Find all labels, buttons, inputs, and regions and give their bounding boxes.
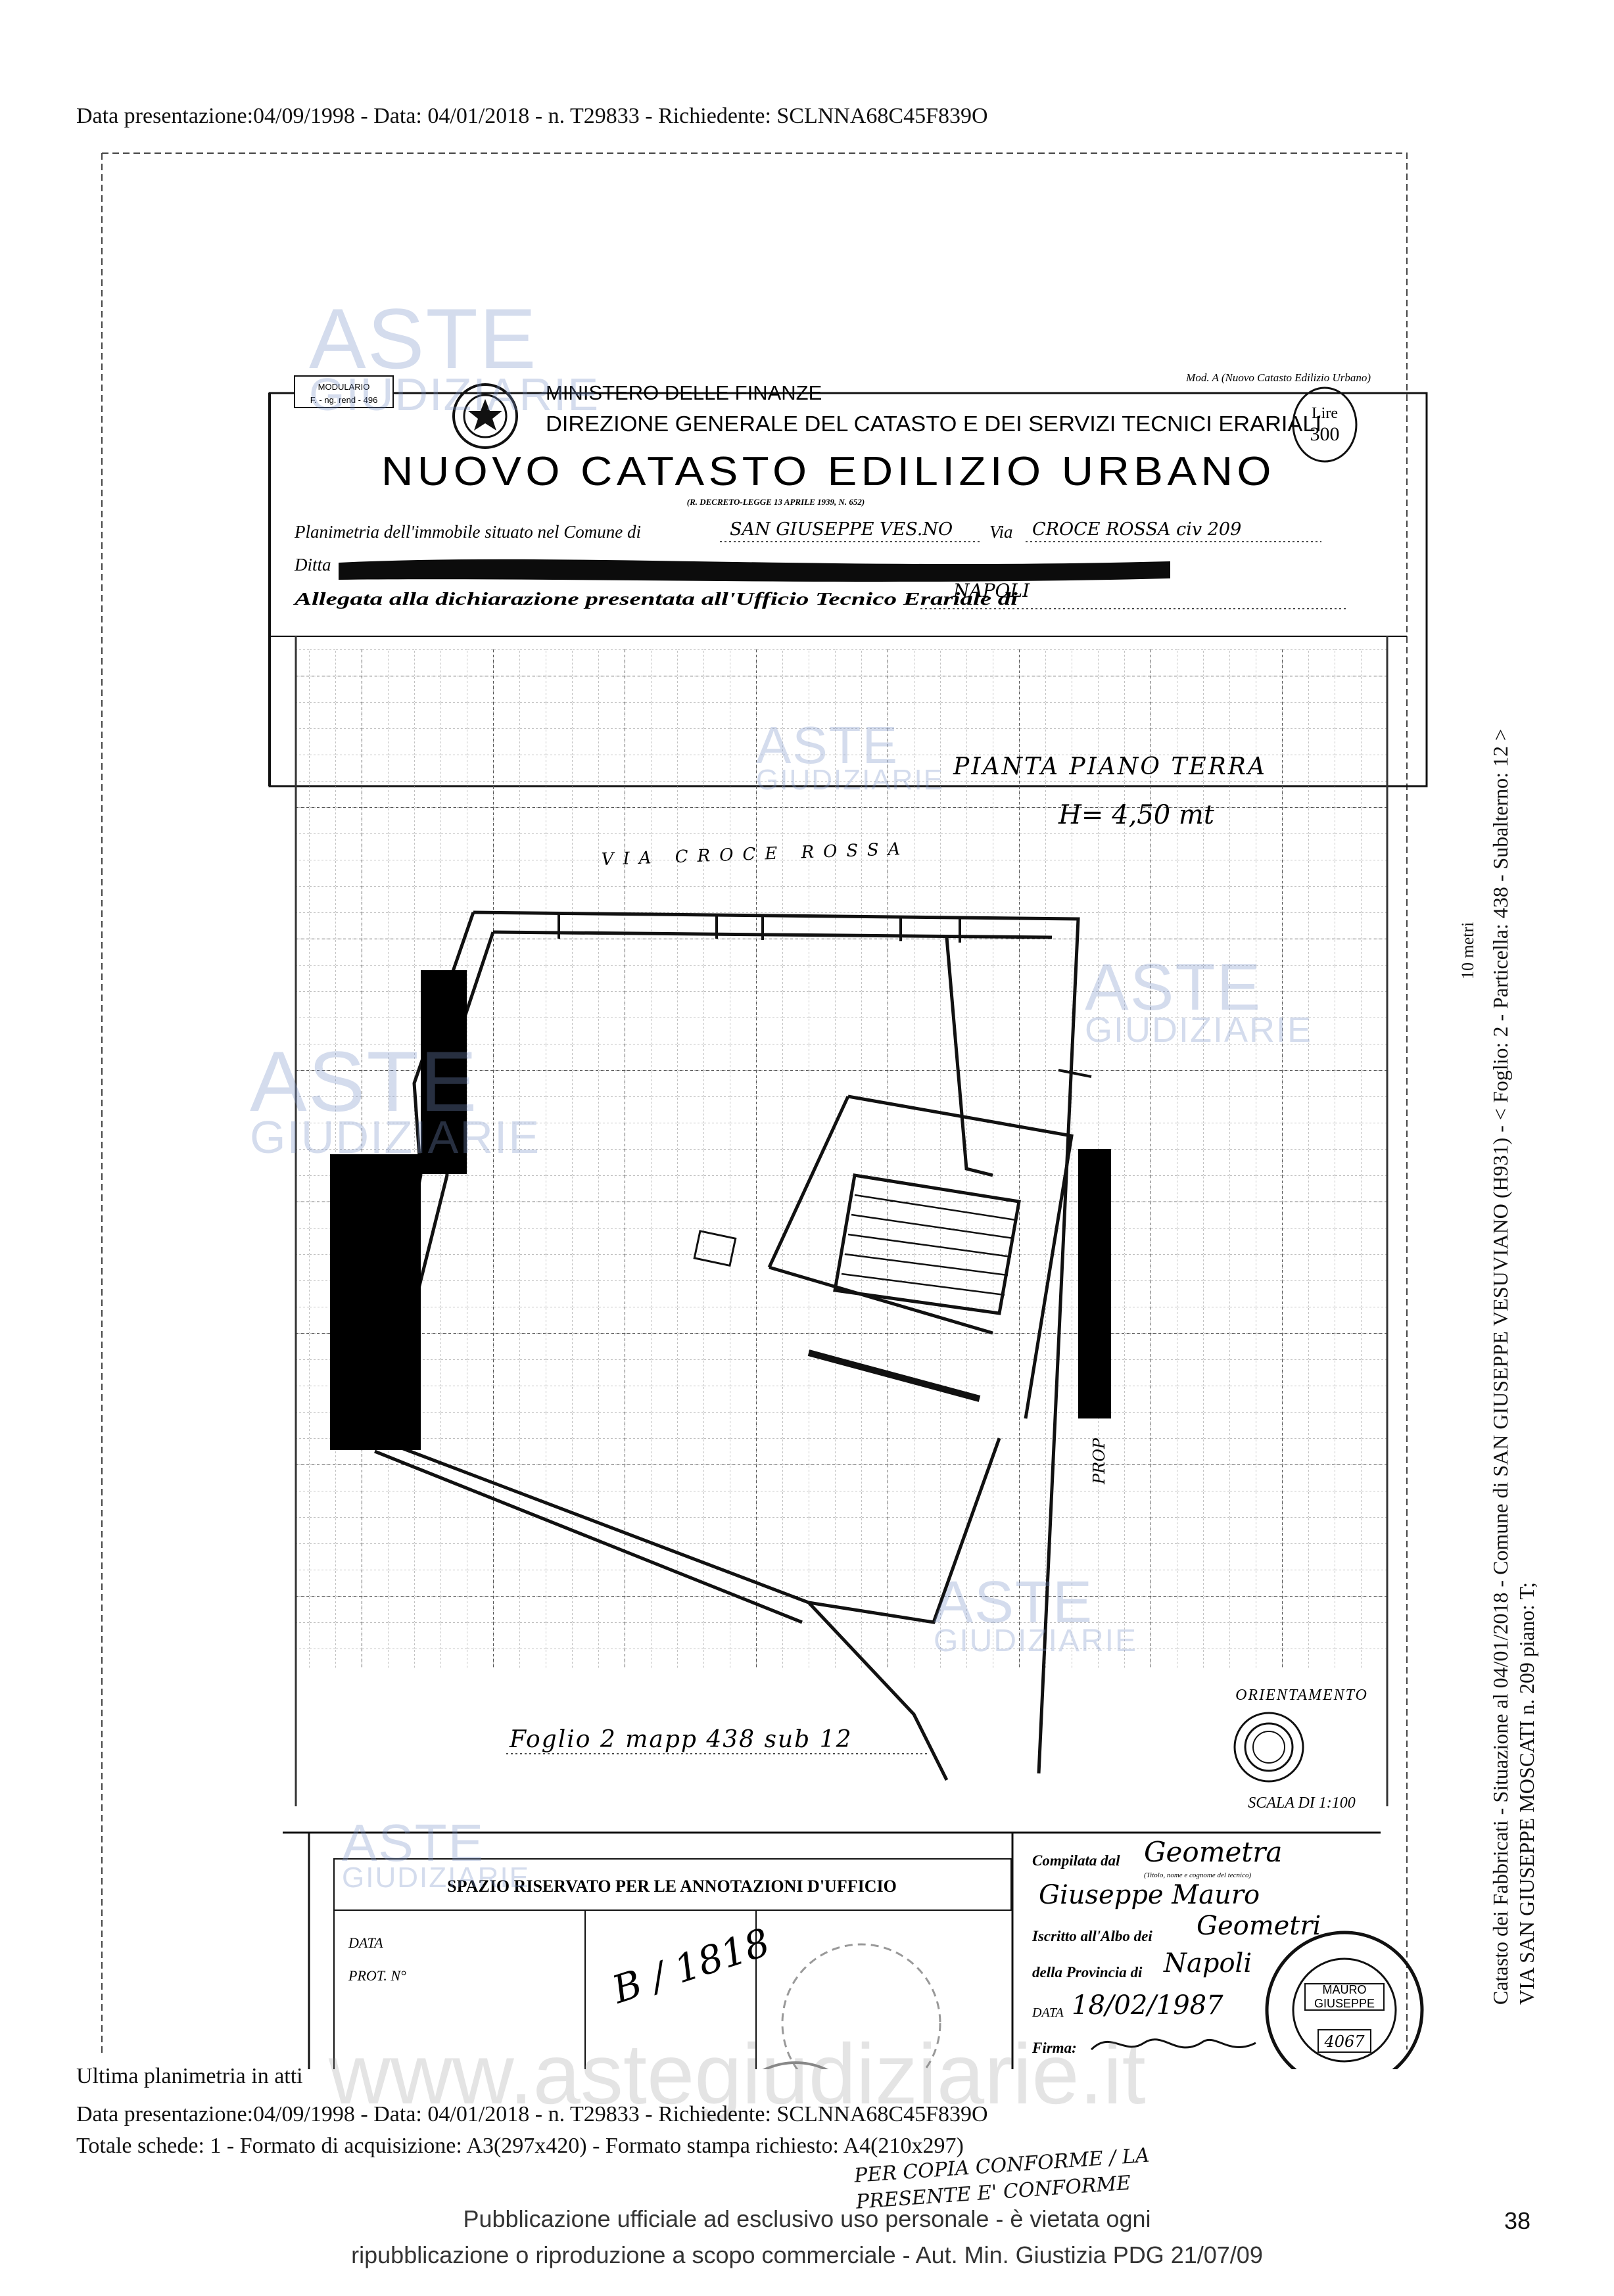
footer-ultima: Ultima planimetria in atti — [76, 2064, 303, 2088]
redaction-block-3 — [1078, 1149, 1111, 1418]
redaction-stroke — [339, 559, 1170, 582]
plan-title: PIANTA PIANO TERRA — [953, 753, 1267, 780]
modulario-label: MODULARIO — [318, 382, 370, 392]
watermark-url: www.astegiudiziarie.it — [329, 2026, 1146, 2122]
direction-title: DIREZIONE GENERALE DEL CATASTO E DEI SER… — [546, 411, 1321, 436]
ministry-title: MINISTERO DELLE FINANZE — [546, 381, 822, 404]
header-line: Data presentazione:04/09/1998 - Data: 04… — [76, 104, 988, 128]
svg-text:GIUSEPPE: GIUSEPPE — [1314, 1997, 1375, 2010]
annot-prot-value: B / 1818 — [606, 1919, 775, 2012]
redaction-block-2 — [330, 1154, 421, 1450]
iscritto-value: Geometri — [1197, 1911, 1321, 1941]
side-scale-label: 10 metri — [1458, 922, 1477, 979]
compass-icon — [1233, 1712, 1304, 1783]
decree-text: (R. DECRETO-LEGGE 13 APRILE 1939, N. 652… — [687, 497, 865, 507]
compiler-name: Giuseppe Mauro — [1039, 1880, 1260, 1910]
via-value: CROCE ROSSA civ 209 — [1032, 519, 1241, 540]
floor-plan — [346, 910, 1080, 1781]
comune-value: SAN GIUSEPPE VES.NO — [730, 519, 953, 540]
page-number: 38 — [1504, 2207, 1531, 2234]
mod-reference: Mod. A (Nuovo Catasto Edilizio Urbano) — [1185, 371, 1371, 384]
date-label: DATA — [1032, 2005, 1064, 2020]
side-cadastral-text: Catasto dei Fabbricati - Situazione al 0… — [1487, 729, 1540, 2005]
compilata-label: Compilata dal — [1032, 1852, 1120, 1869]
foglio-note: Foglio 2 mapp 438 sub 12 — [509, 1726, 852, 1753]
footer-line1: Data presentazione:04/09/1998 - Data: 04… — [76, 2102, 988, 2126]
planimetria-label: Planimetria dell'immobile situato nel Co… — [294, 522, 641, 542]
redaction-block-1 — [421, 970, 467, 1174]
publication-notice-line2: ripubblicazione o riproduzione a scopo c… — [351, 2241, 1263, 2268]
svg-text:4067: 4067 — [1323, 2032, 1365, 2051]
stair-treads — [841, 1194, 1016, 1296]
svg-text:Lire: Lire — [1312, 405, 1338, 422]
via-label: Via — [989, 522, 1013, 542]
scanned-planimetry: MODULARIO F. - ng. rend - 496 Mod. A (Nu… — [101, 152, 1428, 2069]
plan-height: H= 4,50 mt — [1058, 800, 1215, 830]
provincia-value: Napoli — [1163, 1948, 1252, 1979]
side-text-line2: VIA SAN GIUSEPPE MOSCATI n. 209 piano: T… — [1515, 1581, 1538, 2005]
footer-line2: Totale schede: 1 - Formato di acquisizio… — [76, 2134, 964, 2158]
svg-text:MAURO: MAURO — [1323, 1983, 1367, 1996]
svg-text:300: 300 — [1310, 423, 1340, 445]
geometra-stamp-icon: MAURO GIUSEPPE 4067 — [1265, 1931, 1424, 2069]
nceu-title: NUOVO CATASTO EDILIZIO URBANO — [381, 449, 1275, 494]
annotations-box — [308, 1831, 1014, 2069]
side-text-line1: Catasto dei Fabbricati - Situazione al 0… — [1488, 728, 1512, 2005]
republic-emblem-icon — [452, 383, 518, 449]
modulario-code: F. - ng. rend - 496 — [310, 395, 378, 405]
revenue-stamp-icon: Lire 300 — [1292, 387, 1358, 463]
firma-label: Firma: — [1032, 2040, 1077, 2056]
compilata-value: Geometra — [1144, 1836, 1282, 1868]
ufficio-value: NAPOLI — [953, 580, 1030, 601]
allegata-label: Allegata alla dichiarazione presentata a… — [293, 589, 1018, 609]
annot-data-label: DATA — [348, 1934, 383, 1951]
scan-border — [102, 152, 1408, 2050]
prop-label: PROP — [1090, 1438, 1108, 1485]
annotations-title: SPAZIO RISERVATO PER LE ANNOTAZIONI D'UF… — [447, 1877, 897, 1896]
scala-label: SCALA DI 1:100 — [1248, 1794, 1356, 1812]
signature-scribble — [1090, 2038, 1256, 2051]
compilata-sub: (Titolo, nome e cognome del tecnico) — [1144, 1871, 1251, 1879]
ditta-label: Ditta — [294, 555, 331, 574]
publication-notice-line1: Pubblicazione ufficiale ad esclusivo uso… — [463, 2205, 1151, 2232]
annot-prot-label: PROT. N° — [348, 1967, 406, 1984]
orientamento-label: ORIENTAMENTO — [1235, 1687, 1368, 1704]
date-value: 18/02/1987 — [1072, 1990, 1223, 2021]
iscritto-label: Iscritto all'Albo dei — [1032, 1928, 1152, 1944]
provincia-label: della Provincia di — [1032, 1964, 1143, 1980]
